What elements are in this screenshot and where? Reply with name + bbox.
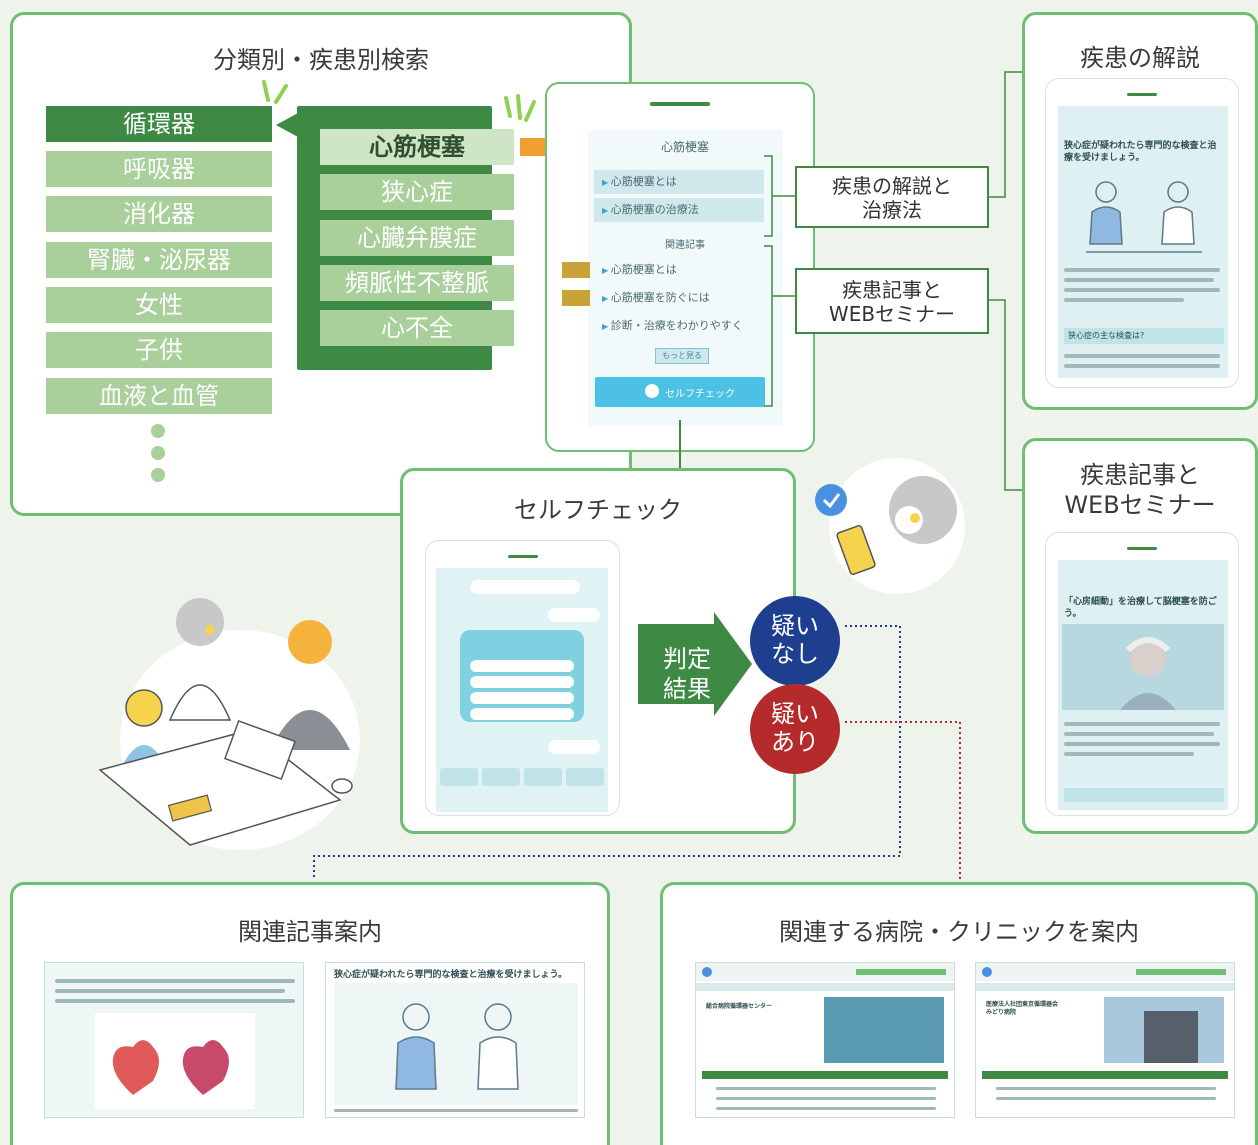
- pointer-triangle: [276, 113, 298, 137]
- connector-line: [679, 420, 681, 468]
- label-explain-treatment: 疾患の解説と 治療法: [795, 166, 989, 228]
- headache-photo: [1062, 624, 1224, 710]
- chat-bubble: [470, 580, 580, 594]
- connector-lines: [989, 71, 1023, 491]
- chat-option[interactable]: [482, 768, 520, 786]
- doctor-patient-illustration: [395, 1003, 519, 1090]
- explain-subhead: 狭心症の主な検査は?: [1064, 328, 1224, 344]
- woman-phone-illustration: [815, 458, 965, 594]
- related-articles-title: 関連記事案内: [238, 918, 382, 946]
- disease-heart-failure[interactable]: 心不全: [320, 310, 514, 346]
- chat-option[interactable]: [470, 692, 574, 704]
- phone-related-3[interactable]: 診断・治療をわかりやすく: [594, 314, 764, 338]
- result-label: 判定 結果: [663, 645, 711, 703]
- family-illustration: [98, 598, 360, 850]
- hospital-page-thumbnail-2[interactable]: 医療法人社団東京循環器会 みどり病院: [975, 962, 1235, 1118]
- surgery-photo: [824, 997, 944, 1063]
- selfcheck-panel-title: セルフチェック: [514, 496, 682, 524]
- articles-panel-title: 疾患記事と WEBセミナー: [1064, 461, 1216, 519]
- phone-related-1[interactable]: 心筋梗塞とは: [594, 258, 764, 282]
- phone-link-treatment[interactable]: 心筋梗塞の治療法: [594, 198, 764, 222]
- sparkle-icon: [262, 80, 288, 104]
- hospital-page-thumbnail-1[interactable]: 総合病院循環器センター: [695, 962, 955, 1118]
- more-dot: [151, 446, 165, 460]
- chat-option[interactable]: [566, 768, 604, 786]
- phone-related-heading: 関連記事: [665, 240, 705, 251]
- phone-related-2[interactable]: 心筋梗塞を防ぐには: [594, 286, 764, 310]
- dotted-connectors: [313, 625, 961, 880]
- heart-article-thumbnail[interactable]: [44, 962, 304, 1118]
- phone-link-about[interactable]: 心筋梗塞とは: [594, 170, 764, 194]
- chat-option[interactable]: [524, 768, 562, 786]
- category-cardiovascular[interactable]: 循環器: [46, 106, 272, 142]
- disease-myocardial-infarction[interactable]: 心筋梗塞: [320, 129, 514, 165]
- related-hospitals-title: 関連する病院・クリニックを案内: [779, 918, 1139, 946]
- search-panel-title: 分類別・疾患別検索: [213, 46, 429, 74]
- explain-article-title: 狭心症が疑われたら専門的な検査と治療を受けましょう。: [1064, 141, 1217, 163]
- chat-bubble: [548, 740, 600, 754]
- more-dot: [151, 424, 165, 438]
- no-suspicion-badge: 疑い なし: [750, 596, 840, 686]
- category-kidney-urinary[interactable]: 腎臓・泌尿器: [46, 242, 272, 278]
- chat-option[interactable]: [470, 708, 574, 720]
- sparkle-icon: [504, 94, 536, 122]
- disease-valvular[interactable]: 心臓弁膜症: [320, 220, 514, 256]
- phone-more-button[interactable]: もっと見る: [655, 348, 709, 364]
- new-badge-icon: [562, 262, 590, 278]
- heart-illustration: [112, 1040, 229, 1095]
- building-photo: [1104, 997, 1224, 1063]
- disease-tachyarrhythmia[interactable]: 頻脈性不整脈: [320, 265, 514, 301]
- explain-panel-title: 疾患の解説: [1080, 44, 1200, 72]
- person-icon: [645, 384, 659, 398]
- category-women[interactable]: 女性: [46, 287, 272, 323]
- category-children[interactable]: 子供: [46, 332, 272, 368]
- suspicion-badge: 疑い あり: [750, 684, 840, 774]
- result-arrow: [638, 612, 752, 716]
- articles-article-title: 「心房細動」を治療して脳梗塞を防ごう。: [1064, 597, 1217, 619]
- chat-bubble: [548, 608, 600, 622]
- bracket-lines: [764, 155, 796, 407]
- angina-article-thumbnail[interactable]: 狭心症が疑われたら専門的な検査と治療を受けましょう。: [325, 962, 585, 1118]
- label-articles-webinar: 疾患記事と WEBセミナー: [795, 268, 989, 334]
- doctor-patient-illustration: [1086, 181, 1202, 253]
- disease-angina[interactable]: 狭心症: [320, 174, 514, 210]
- chat-option[interactable]: [440, 768, 478, 786]
- phone-selfcheck-button[interactable]: セルフチェック: [595, 377, 765, 407]
- phone-heading: 心筋梗塞: [660, 140, 709, 154]
- chat-option[interactable]: [470, 660, 574, 672]
- new-badge-icon: [562, 290, 590, 306]
- articles-subhead-bar: [1064, 788, 1224, 802]
- more-dot: [151, 468, 165, 482]
- category-respiratory[interactable]: 呼吸器: [46, 151, 272, 187]
- category-blood-vessels[interactable]: 血液と血管: [46, 378, 272, 414]
- category-digestive[interactable]: 消化器: [46, 196, 272, 232]
- chat-option[interactable]: [470, 676, 574, 688]
